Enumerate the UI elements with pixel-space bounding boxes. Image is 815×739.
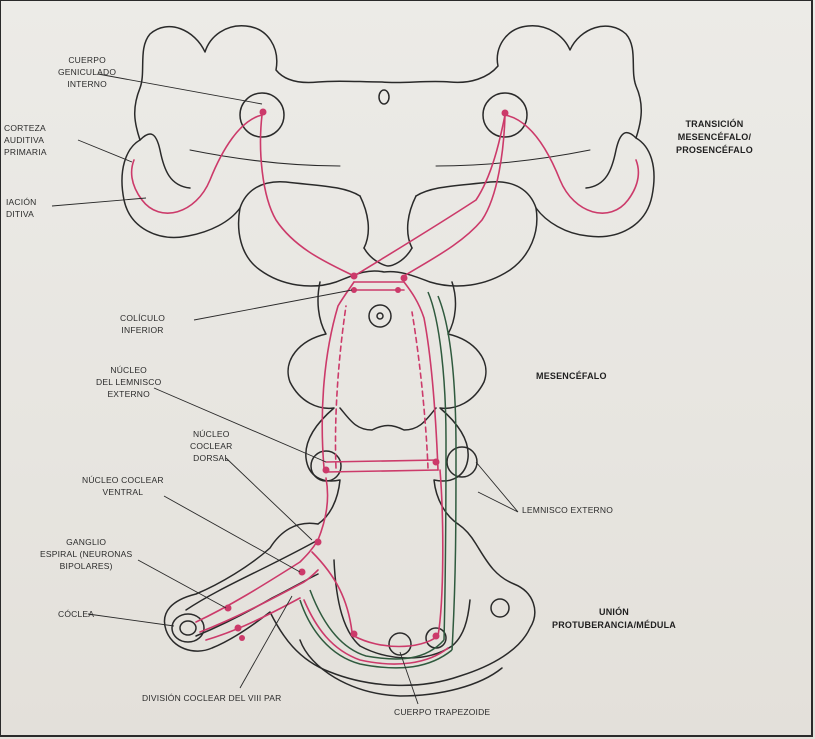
cochlea-outline [172,614,204,642]
neuron-trapezoid-left [351,631,358,638]
neuron-lemniscus-right [433,459,440,466]
leader-ganglio [138,560,226,608]
forebrain-thin-line [190,150,590,166]
cochlea-inner [180,621,196,635]
neuron-dots [225,109,509,642]
temporal-right-edge [586,133,636,188]
forebrain-section-outline [122,26,654,286]
leader-corteza-auditiva [78,140,132,162]
midbrain-aqueduct-inner [377,313,383,319]
medulla-inner-outline [334,560,470,658]
leader-division-coclear [240,596,292,688]
neuron-trapezoid-right [433,633,440,640]
leader-nucleo-ventral [164,496,300,572]
label-division-coclear: DIVISIÓN COCLEAR DEL VIII PAR [142,692,281,704]
leader-coliculo [194,290,352,320]
label-nucleo-coclear-ventral: NÚCLEO COCLEAR VENTRAL [82,474,164,498]
neuron-spiral-ganglion-3 [239,635,245,641]
aqueduct-top [379,90,389,104]
region-label-transicion: TRANSICIÓN MESENCÉFALO/ PROSENCÉFALO [676,118,753,157]
region-label-mesencefalo: MESENCÉFALO [536,370,607,383]
brain-outlines [122,26,654,696]
auditory-pathway-pink [132,115,639,664]
neuron-geniculate-left [260,109,267,116]
forebrain-inner-curve-right [416,182,536,208]
colliculus-to-geniculate-cross [354,115,505,276]
midbrain-aqueduct [369,305,391,327]
leader-nucleo-lemnisco [154,388,326,462]
leader-nucleo-dorsal [226,458,312,540]
label-ganglio-espiral: GANGLIO ESPIRAL (NEURONAS BIPOLARES) [40,536,132,572]
neuron-geniculate-right [502,110,509,117]
leader-coclea [88,614,174,626]
colliculus-to-geniculate-right [404,115,505,276]
label-coliculo-inferior: COLÍCULO INFERIOR [120,312,165,336]
neuron-colliculus-left [351,273,358,280]
forebrain-lower-lobe [364,248,412,266]
label-radiacion-auditiva: IACIÓN DITIVA [6,196,36,220]
label-nucleo-coclear-dorsal: NÚCLEO COCLEAR DORSAL [190,428,233,464]
radiation-left [132,115,262,213]
label-cuerpo-trapezoide: CUERPO TRAPEZOIDE [394,706,490,718]
lemniscus-right-dash [412,312,428,468]
temporal-left-edge [140,134,190,188]
neuron-colliculus-right-2 [395,287,401,293]
lemniscus-commissure [326,460,438,472]
leader-radiacion [52,198,146,206]
forebrain-inner-curve-left [240,182,360,208]
region-label-union: UNIÓN PROTUBERANCIA/MÉDULA [552,606,676,632]
label-lemnisco-externo: LEMNISCO EXTERNO [522,504,613,516]
label-corteza-auditiva: CORTEZA AUDITIVA PRIMARIA [4,122,47,158]
trapezoid-pink [304,600,448,664]
radiation-right [505,115,638,213]
colliculus-to-geniculate-left [261,115,354,276]
neuron-spiral-ganglion-2 [235,625,242,632]
label-cuerpo-geniculado: CUERPO GENICULADO INTERNO [58,54,116,90]
label-coclea: CÓCLEA [58,608,94,620]
neuron-colliculus-right [401,275,408,282]
forebrain-middle-stem [360,196,416,248]
nerve-fiber-1 [196,540,318,622]
neuron-lemniscus-left [323,467,330,474]
midbrain-inner-lobes [340,408,436,430]
leader-lemnisco-externo [476,462,518,512]
label-nucleo-lemnisco: NÚCLEO DEL LEMNISCO EXTERNO [96,364,161,400]
neuron-dorsal-cochlear [315,539,322,546]
medulla-small-circle [491,599,509,617]
lemniscus-left-dash [335,306,346,468]
lemniscus-dark-right-1 [428,292,446,640]
ventral-to-trapezoid [354,470,443,647]
trapezoid-circle-left [389,633,411,655]
leader-cuerpo-geniculado [98,74,262,104]
